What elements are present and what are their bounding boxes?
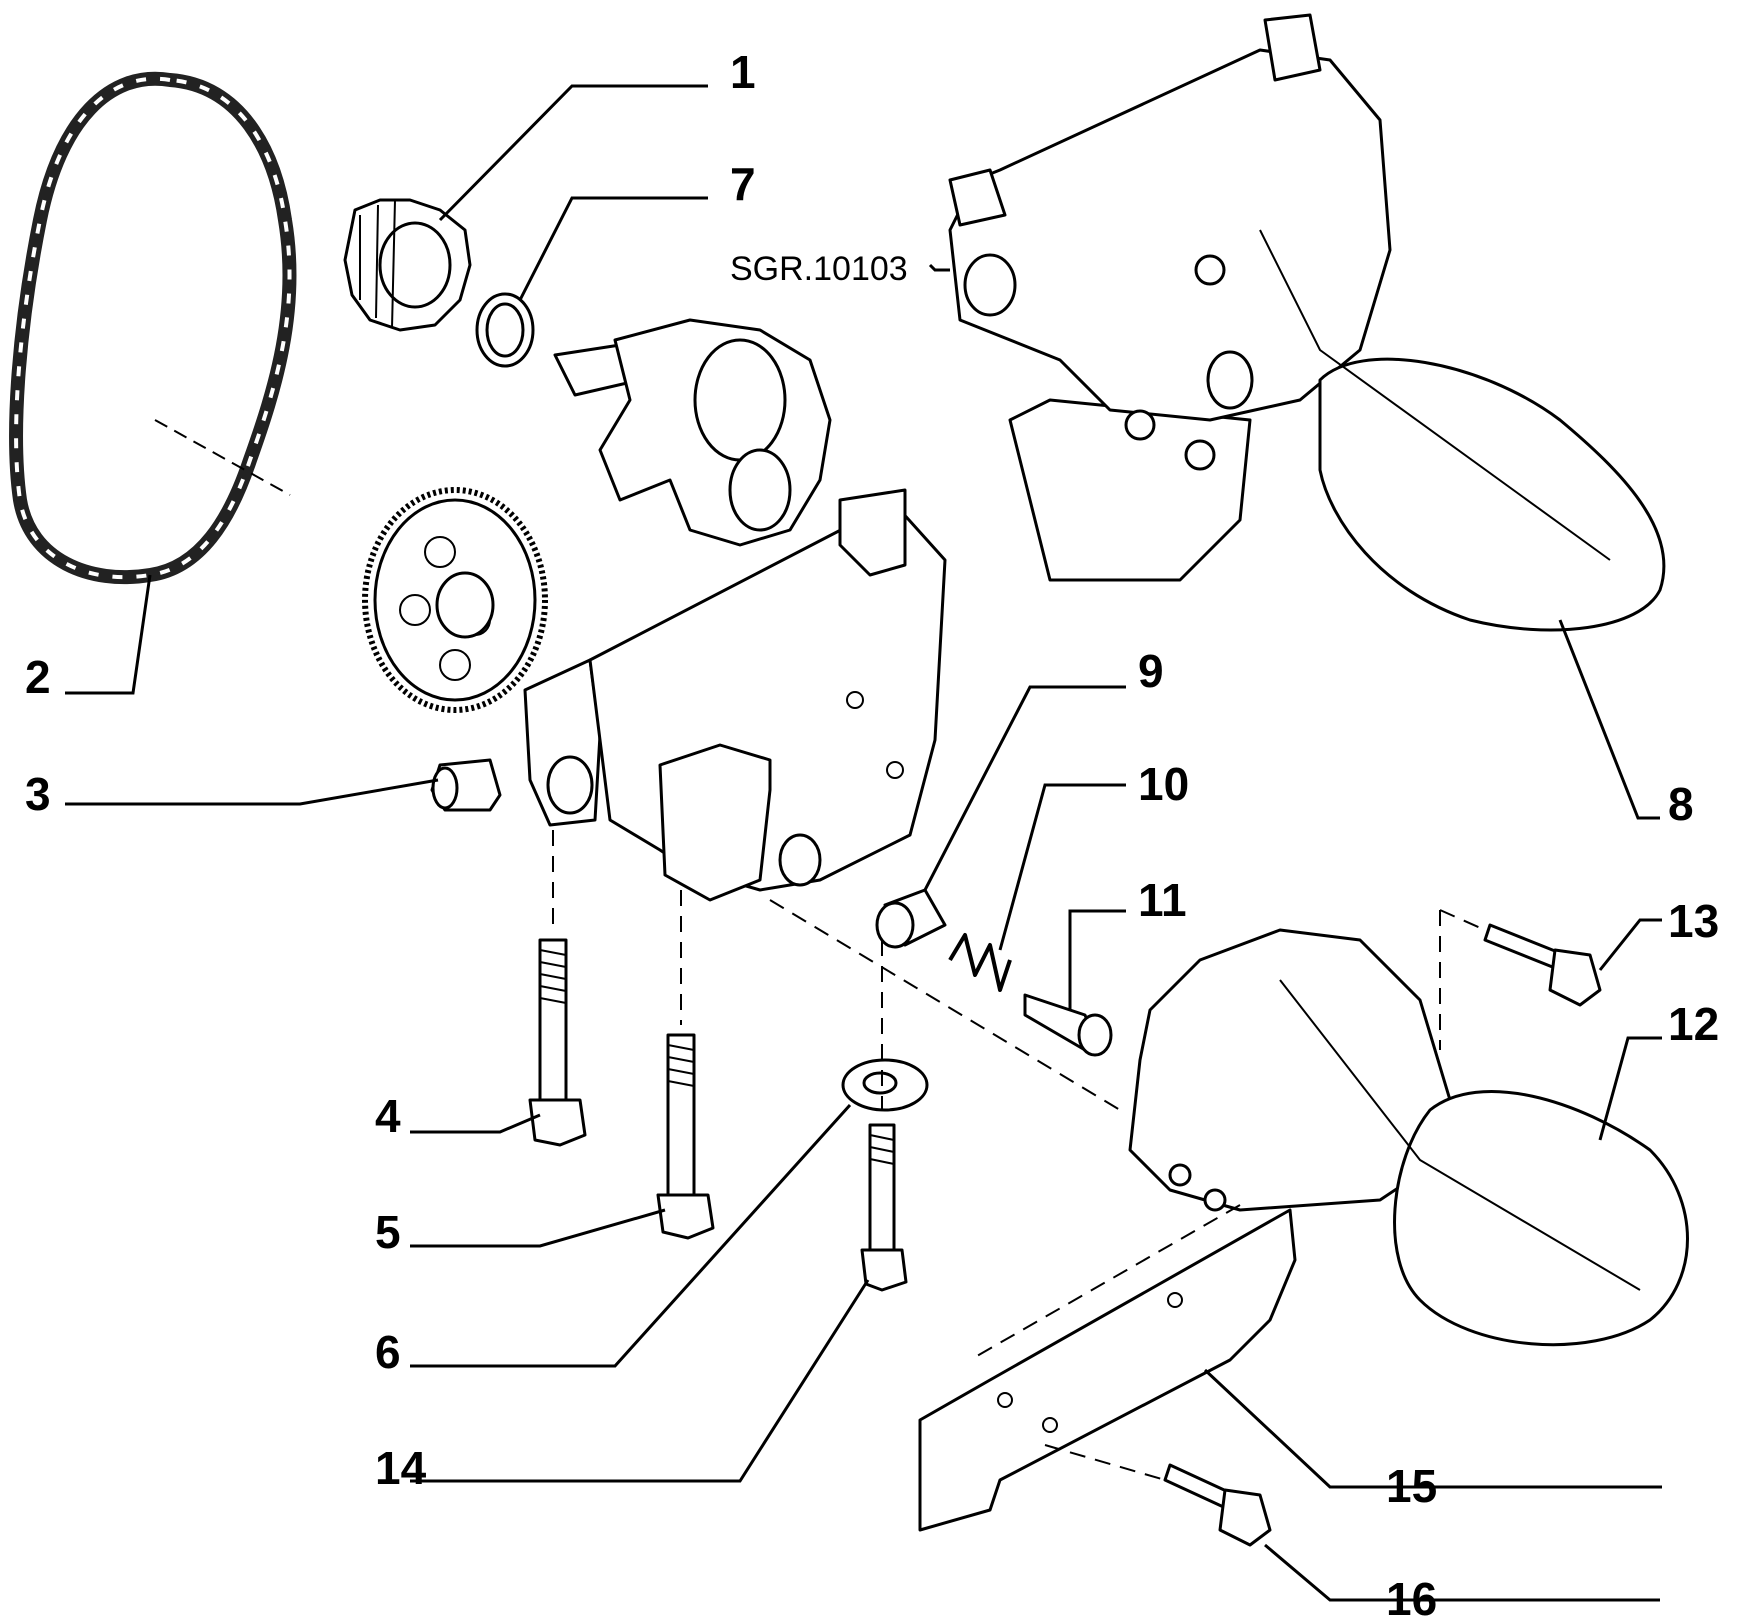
oil-pump-housing [1128, 928, 1689, 1347]
label-13: 13 [1668, 895, 1719, 947]
callout-labels: 1 2 3 4 5 6 7 8 9 10 11 12 13 14 15 16 S… [25, 46, 1719, 1619]
bolt-16 [1163, 1463, 1272, 1547]
label-11: 11 [1138, 874, 1187, 926]
bolt-14 [860, 1123, 908, 1292]
driven-gear [362, 487, 548, 713]
label-7: 7 [730, 158, 756, 210]
gasket [918, 1208, 1297, 1532]
valve-piston [875, 888, 947, 949]
oil-pump-assembly [948, 13, 1666, 632]
o-ring [475, 292, 535, 368]
oil-pump-body [523, 488, 947, 902]
label-16: 16 [1386, 1573, 1437, 1619]
label-9: 9 [1138, 645, 1164, 697]
crankshaft [553, 318, 832, 547]
label-12: 12 [1668, 998, 1719, 1050]
valve-pin [1023, 993, 1113, 1057]
label-4: 4 [375, 1090, 401, 1142]
washer [841, 1058, 929, 1112]
label-8: 8 [1668, 778, 1694, 830]
label-2: 2 [25, 651, 51, 703]
label-14: 14 [375, 1442, 427, 1494]
timing-chain [9, 71, 297, 585]
leader-lines [65, 84, 1662, 1602]
bolt-5 [656, 1033, 715, 1240]
reference-label: SGR.10103 [730, 250, 908, 288]
label-3: 3 [25, 768, 51, 820]
label-15: 15 [1386, 1460, 1437, 1512]
label-10: 10 [1138, 758, 1189, 810]
label-5: 5 [375, 1206, 401, 1258]
label-1: 1 [730, 46, 756, 98]
bolt-13 [1483, 923, 1602, 1007]
label-6: 6 [375, 1326, 401, 1378]
assembly-axes [552, 830, 1486, 1481]
bolt-4 [528, 938, 587, 1147]
valve-spring [948, 933, 1012, 992]
sprocket [343, 198, 472, 332]
plug [430, 758, 502, 812]
